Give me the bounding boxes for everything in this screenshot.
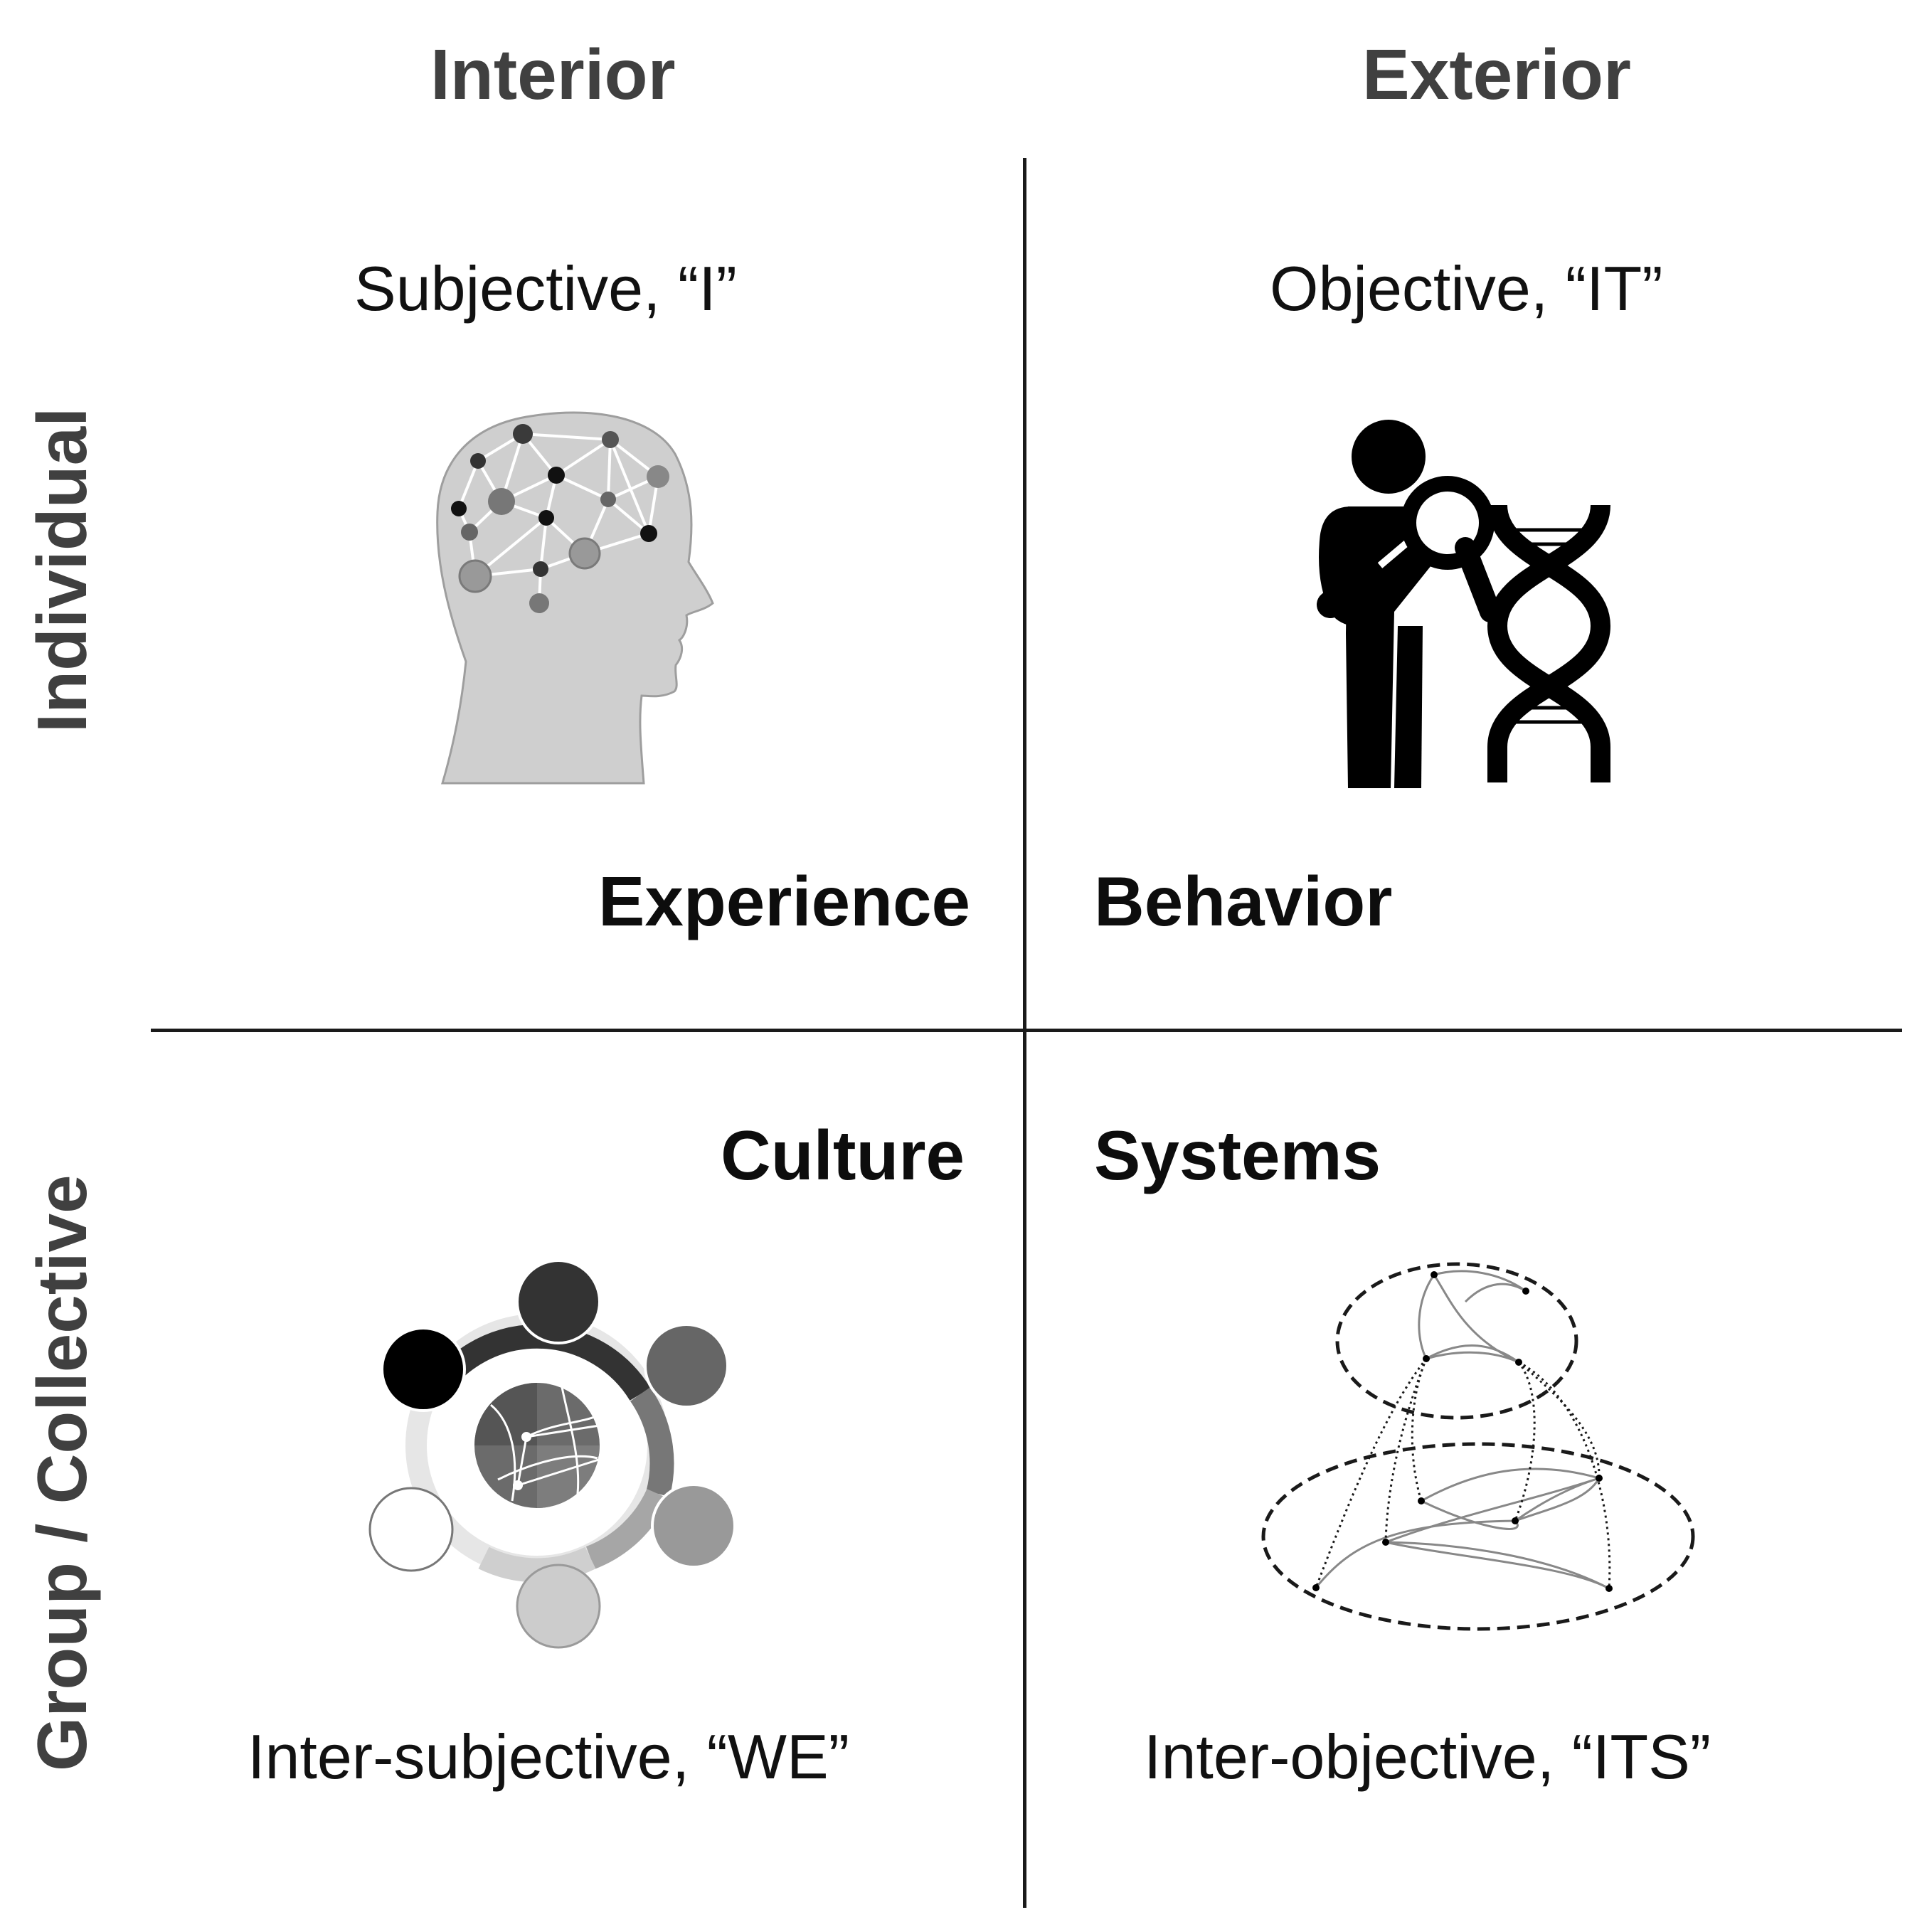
brain-network-head-icon xyxy=(436,411,714,785)
upper-right-quadrant-name: Behavior xyxy=(1094,862,1393,940)
people-circle-network-icon xyxy=(368,1259,736,1649)
column-header-interior: Interior xyxy=(430,35,676,115)
column-header-exterior: Exterior xyxy=(1362,35,1631,115)
lower-right-subtitle: Inter-objective, “ITS” xyxy=(1144,1721,1711,1792)
row-header-group-collective: Group / Collective xyxy=(23,1174,101,1771)
upper-right-subtitle: Objective, “IT” xyxy=(1270,253,1663,324)
upper-left-quadrant-name: Experience xyxy=(598,862,970,940)
row-header-individual: Individual xyxy=(23,407,101,733)
multilayer-network-icon xyxy=(1261,1262,1695,1631)
lower-right-quadrant-name: Systems xyxy=(1094,1116,1381,1194)
lower-left-subtitle: Inter-subjective, “WE” xyxy=(248,1721,849,1792)
upper-left-subtitle: Subjective, “I” xyxy=(354,253,737,324)
lower-left-quadrant-name: Culture xyxy=(721,1116,965,1194)
vertical-axis-line xyxy=(1023,158,1026,1908)
person-magnifier-dna-icon xyxy=(1317,420,1611,788)
horizontal-axis-line xyxy=(151,1029,1902,1032)
